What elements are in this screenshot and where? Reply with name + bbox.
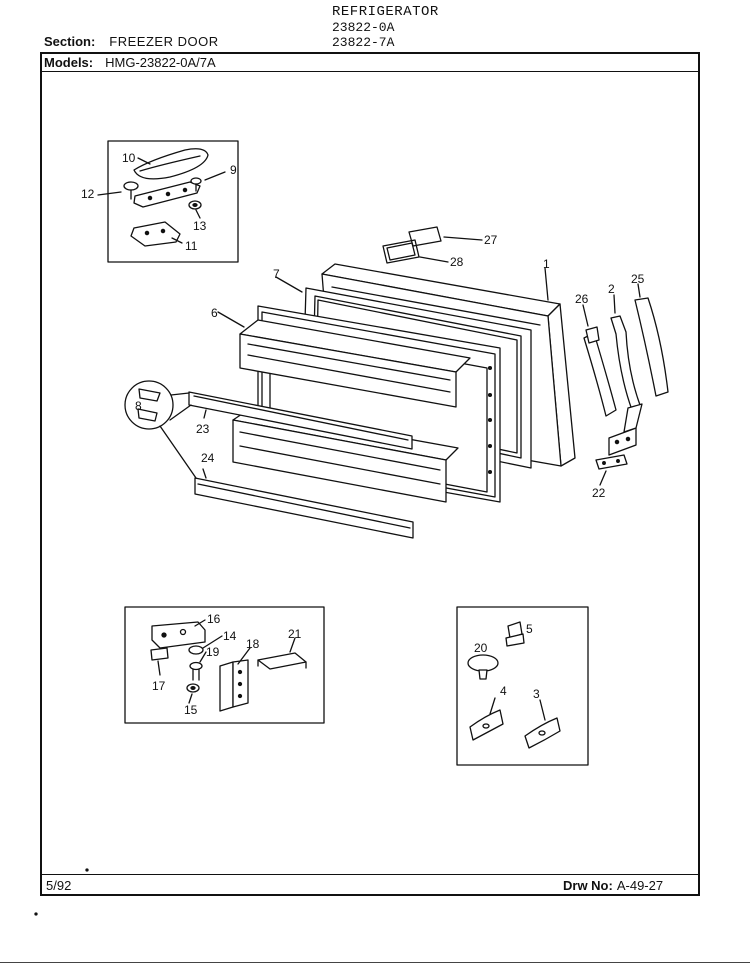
callout-labels: 1 2 3 4 5 6 7 8 9 10 11 12 13 14 15 16 1… (81, 151, 645, 717)
callout-label: 27 (484, 233, 498, 247)
detail-circle (124, 380, 197, 479)
callout-label: 22 (592, 486, 606, 500)
callout-label: 25 (631, 272, 645, 286)
model-code-1: 23822-0A (332, 20, 395, 35)
product-title: REFRIGERATOR (332, 4, 439, 20)
callout-label: 12 (81, 187, 95, 201)
callout-label: 2 (608, 282, 615, 296)
callout-label: 26 (575, 292, 589, 306)
callout-label: 13 (193, 219, 207, 233)
hinge-assembly (582, 283, 669, 486)
callout-label: 4 (500, 684, 507, 698)
footer-date: 5/92 (46, 878, 72, 893)
callout-label: 23 (196, 422, 210, 436)
section-row: Section: FREEZER DOOR (44, 34, 219, 49)
handle-parts-inset (97, 140, 239, 263)
callout-label: 10 (122, 151, 136, 165)
callout-label: 24 (201, 451, 215, 465)
gasket-pieces (382, 226, 483, 264)
callout-label: 20 (474, 641, 488, 655)
models-value: HMG-23822-0A/7A (105, 55, 216, 70)
callout-label: 15 (184, 703, 198, 717)
misc-parts-inset (456, 606, 589, 766)
callout-label: 8 (135, 399, 142, 413)
drawing-number: A-49-27 (616, 878, 664, 893)
handle-base (133, 181, 201, 208)
callout-label: 7 (273, 267, 280, 281)
callout-label: 11 (185, 239, 198, 253)
models-label: Models: (44, 55, 94, 70)
callout-label: 5 (526, 622, 533, 636)
shelf-rail (188, 391, 413, 450)
screw (123, 181, 139, 191)
mounting-plate (130, 221, 181, 247)
callout-label: 14 (223, 629, 237, 643)
callout-label: 17 (152, 679, 166, 693)
callout-label: 18 (246, 637, 260, 651)
footer-divider (40, 874, 700, 875)
drawing-label: Drw No: (563, 878, 613, 893)
models-divider (40, 71, 700, 72)
section-label: Section: (44, 34, 96, 49)
inset-box (456, 606, 589, 766)
callout-label: 3 (533, 687, 540, 701)
callout-label: 19 (206, 645, 220, 659)
inset-box (107, 140, 239, 263)
diagram-frame (40, 52, 700, 896)
hinge-hardware-inset (124, 606, 325, 724)
page-bottom-rule (0, 962, 750, 963)
callout-label: 6 (211, 306, 218, 320)
callout-label: 16 (207, 612, 221, 626)
callout-label: 21 (288, 627, 302, 641)
section-value: FREEZER DOOR (109, 34, 219, 49)
callout-label: 28 (450, 255, 464, 269)
callout-label: 1 (543, 257, 550, 271)
inner-door-liner (217, 305, 501, 503)
bottom-rail (194, 468, 414, 539)
inset-box (124, 606, 325, 724)
drawing-number-row: Drw No:A-49-27 (563, 878, 663, 893)
models-row: Models: HMG-23822-0A/7A (44, 55, 216, 70)
handle-cover (133, 148, 209, 180)
callout-label: 9 (230, 163, 237, 177)
model-code-2: 23822-7A (332, 35, 395, 50)
